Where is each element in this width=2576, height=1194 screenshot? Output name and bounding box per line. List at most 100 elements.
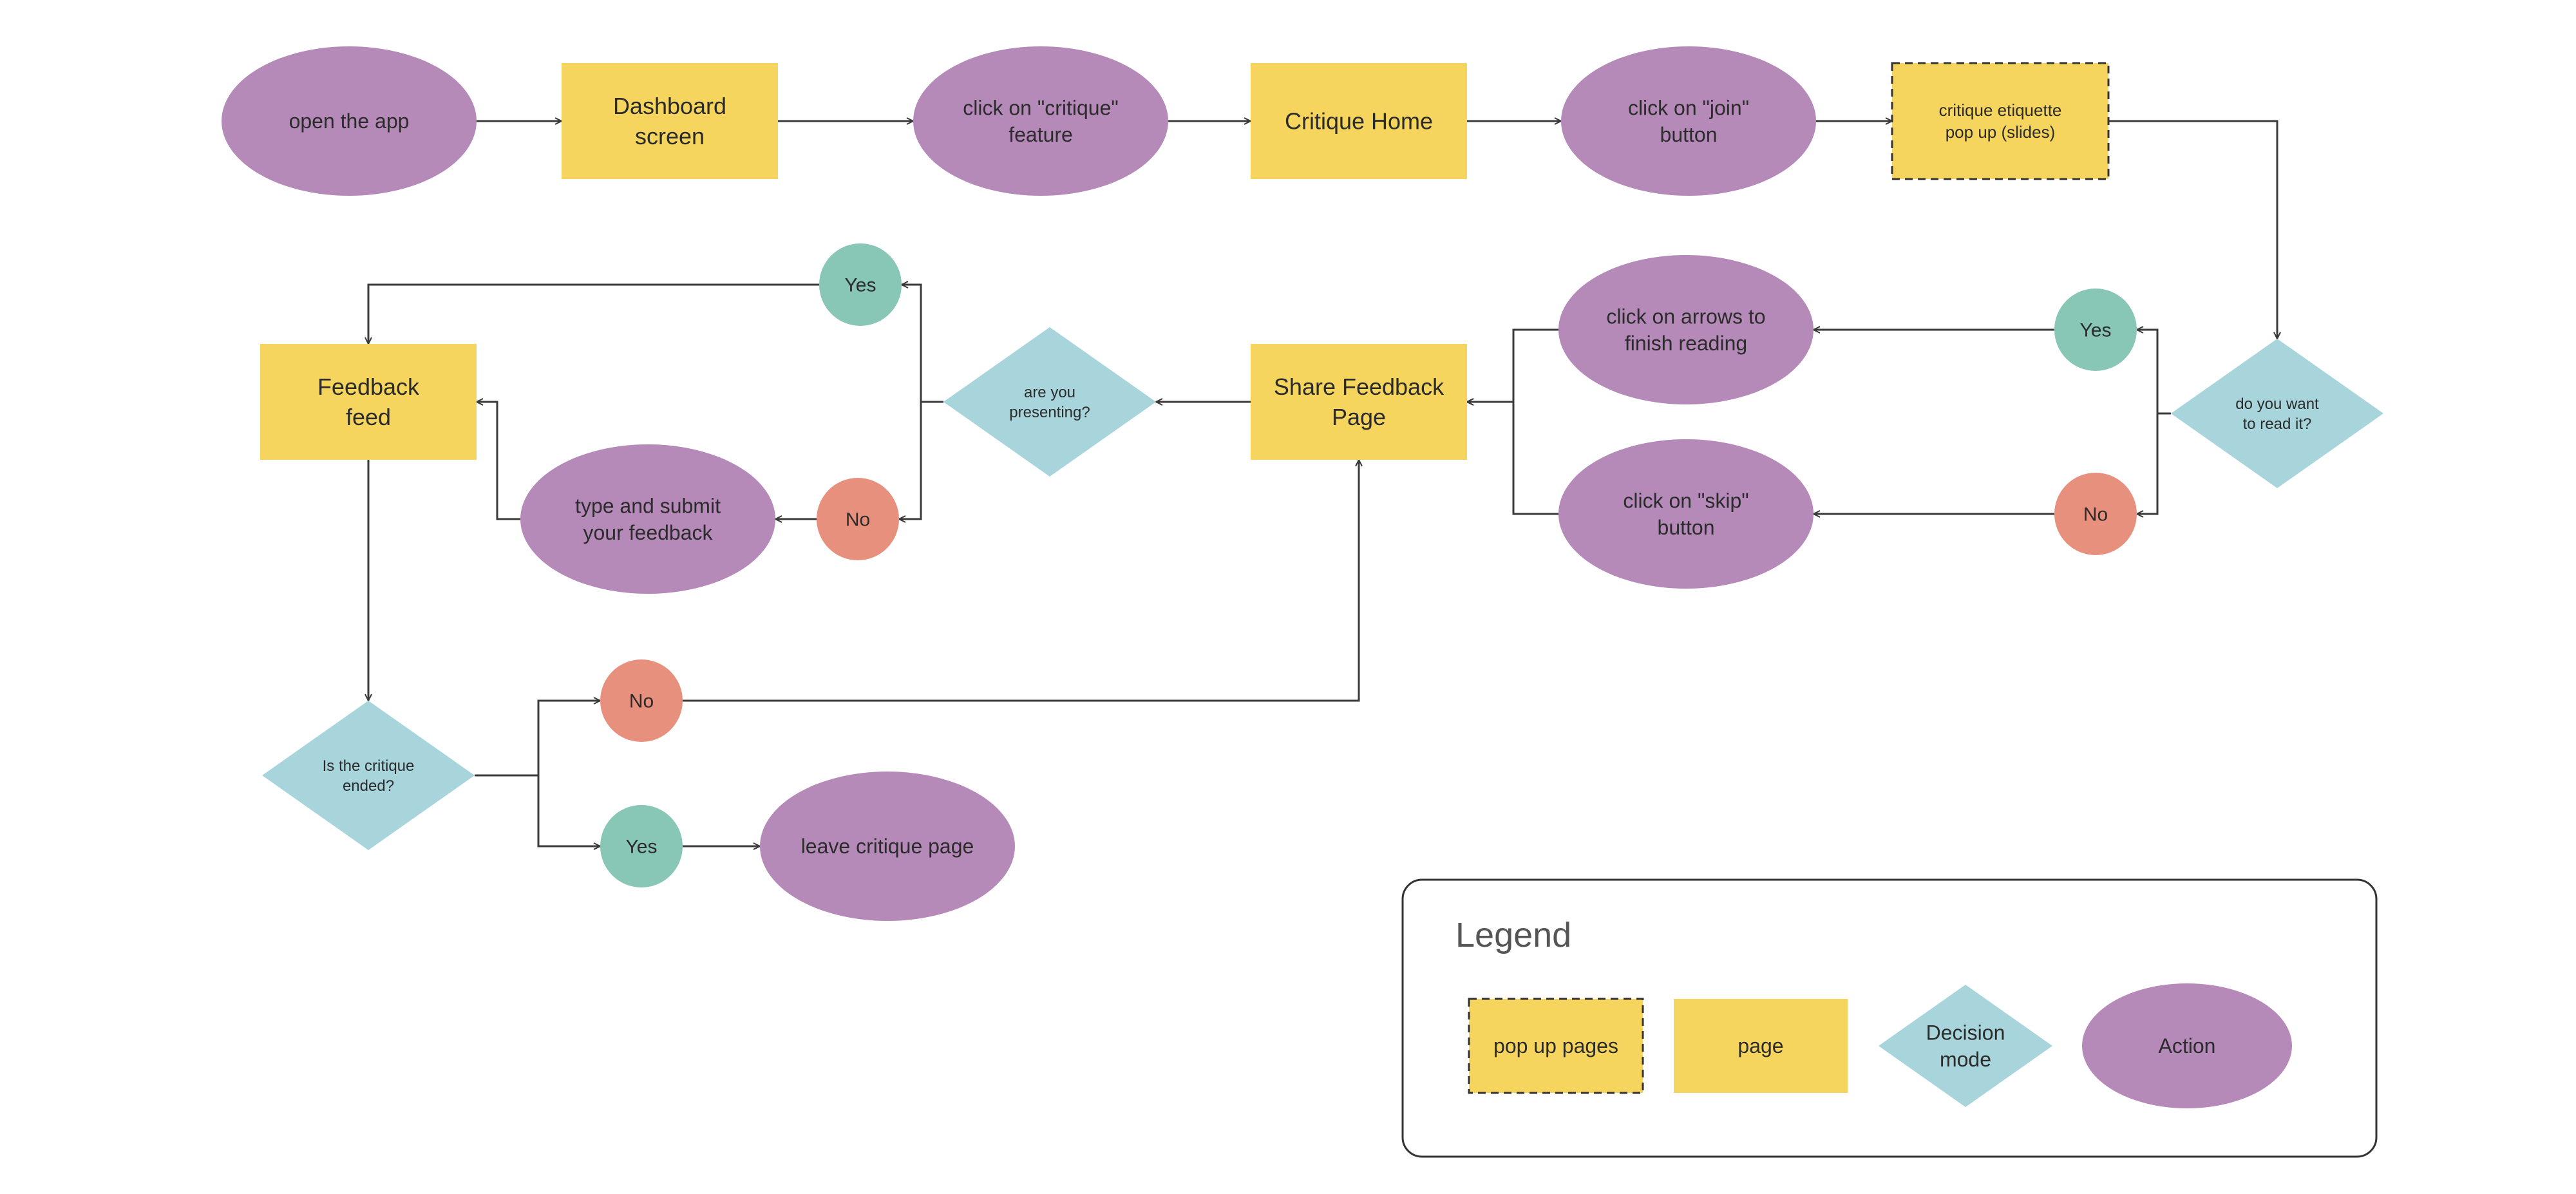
connector-etiquette-popup-to-want-read (2108, 120, 2277, 339)
connector-want-read-to-read-no (2137, 412, 2171, 514)
read-yes-label: Yes (2080, 320, 2112, 341)
legend-action-label: Action (2159, 1034, 2216, 1057)
connector-ended-no-to-share-feedback (683, 460, 1359, 702)
click-critique-label: click on "critique" (963, 96, 1118, 119)
legend-decision-label: Decision (1926, 1021, 2005, 1044)
feedback-feed-node: Feedback feed (260, 344, 477, 460)
connectors (368, 121, 2277, 846)
legend-items: pop up pages page Decision mode Action (1468, 983, 2292, 1108)
leave-page-node: leave critique page (760, 772, 1015, 921)
legend-popup-label: pop up pages (1493, 1034, 1618, 1057)
present-no-shape (817, 478, 899, 560)
legend-decision-label: mode (1940, 1048, 1991, 1071)
type-submit-shape (520, 444, 775, 594)
legend-page-item: page (1674, 999, 1848, 1093)
dashboard-shape (562, 63, 778, 179)
click-arrows-shape (1558, 255, 1814, 404)
type-submit-label: your feedback (583, 521, 713, 544)
connector-click-arrows-to-share-feedback (1467, 328, 1558, 402)
ended-no-shape (600, 659, 683, 742)
connector-want-read-to-read-yes (2137, 330, 2171, 415)
legend-page-label: page (1738, 1034, 1783, 1057)
click-critique-node: click on "critique" feature (913, 46, 1168, 196)
critique-ended-label: Is the critique (323, 757, 415, 775)
legend-action-shape (2082, 983, 2292, 1108)
share-feedback-label: Share Feedback (1274, 374, 1444, 400)
legend-action-item: Action (2082, 983, 2292, 1108)
present-no-label: No (846, 509, 870, 531)
ended-yes-node: Yes (600, 805, 683, 887)
connector-presenting-to-present-yes (902, 285, 943, 403)
share-feedback-label: Page (1332, 404, 1386, 430)
open-app-shape (222, 46, 477, 196)
presenting-shape (943, 327, 1156, 477)
critique-ended-node: Is the critique ended? (262, 701, 475, 850)
leave-page-label: leave critique page (801, 835, 974, 858)
read-no-shape (2054, 473, 2137, 555)
connector-presenting-to-present-no (899, 401, 943, 519)
critique-home-node: Critique Home (1251, 63, 1467, 179)
share-feedback-shape (1251, 344, 1467, 460)
presenting-label: presenting? (1009, 404, 1090, 421)
open-app-node: open the app (222, 46, 477, 196)
type-submit-label: type and submit (575, 494, 721, 517)
ended-yes-shape (600, 805, 683, 887)
click-critique-label: feature (1009, 123, 1073, 146)
presenting-node: are you presenting? (943, 327, 1156, 477)
type-submit-node: type and submit your feedback (520, 444, 775, 594)
click-skip-label: button (1658, 516, 1715, 539)
legend-decision-item: Decision mode (1879, 985, 2052, 1107)
etiquette-popup-shape (1891, 62, 2110, 180)
read-yes-node: Yes (2054, 289, 2137, 371)
click-join-shape (1561, 46, 1816, 196)
present-yes-shape (819, 243, 902, 326)
dashboard-node: Dashboard screen (562, 63, 778, 179)
feedback-feed-label: feed (346, 404, 391, 430)
click-join-label: click on "join" (1628, 96, 1749, 119)
connector-click-skip-to-share-feedback (1467, 402, 1558, 515)
presenting-label: are you (1024, 384, 1075, 401)
legend: Legend pop up pages page Decision mode Actio… (1401, 878, 2378, 1158)
legend-popup-shape (1468, 998, 1644, 1094)
click-critique-shape (913, 46, 1168, 196)
critique-ended-shape (262, 701, 475, 850)
ended-no-label: No (629, 691, 654, 712)
critique-home-label: Critique Home (1285, 108, 1433, 135)
legend-popup-item: pop up pages (1468, 998, 1644, 1094)
click-arrows-label: click on arrows to (1606, 305, 1765, 328)
present-no-node: No (817, 478, 899, 560)
connector-critique-ended-to-ended-no (475, 701, 600, 777)
legend-title: Legend (1455, 916, 1571, 954)
click-arrows-label: finish reading (1625, 332, 1747, 355)
click-join-label: button (1660, 123, 1718, 146)
click-skip-shape (1558, 439, 1814, 589)
ended-no-node: No (600, 659, 683, 742)
flow-nodes: open the app Dashboard screen click on "cri… (222, 46, 2383, 921)
click-arrows-node: click on arrows to finish reading (1558, 255, 1814, 404)
want-read-shape (2171, 339, 2383, 488)
present-yes-label: Yes (845, 275, 876, 296)
etiquette-popup-label: pop up (slides) (1946, 122, 2056, 142)
click-join-node: click on "join" button (1561, 46, 1816, 196)
click-skip-label: click on "skip" (1623, 489, 1748, 512)
legend-decision-shape (1879, 985, 2052, 1107)
read-no-node: No (2054, 473, 2137, 555)
critique-ended-label: ended? (343, 777, 394, 795)
open-app-label: open the app (289, 109, 410, 133)
dashboard-label: Dashboard (613, 93, 726, 119)
legend-page-shape (1674, 999, 1848, 1093)
read-no-label: No (2083, 504, 2108, 526)
connector-critique-ended-to-ended-yes (475, 774, 600, 846)
ended-yes-label: Yes (626, 837, 658, 858)
feedback-feed-shape (260, 344, 477, 460)
want-read-label: to read it? (2243, 415, 2312, 433)
present-yes-node: Yes (819, 243, 902, 326)
read-yes-shape (2054, 289, 2137, 371)
feedback-feed-label: Feedback (317, 374, 420, 400)
click-skip-node: click on "skip" button (1558, 439, 1814, 589)
leave-page-shape (760, 772, 1015, 921)
dashboard-label: screen (635, 123, 705, 149)
